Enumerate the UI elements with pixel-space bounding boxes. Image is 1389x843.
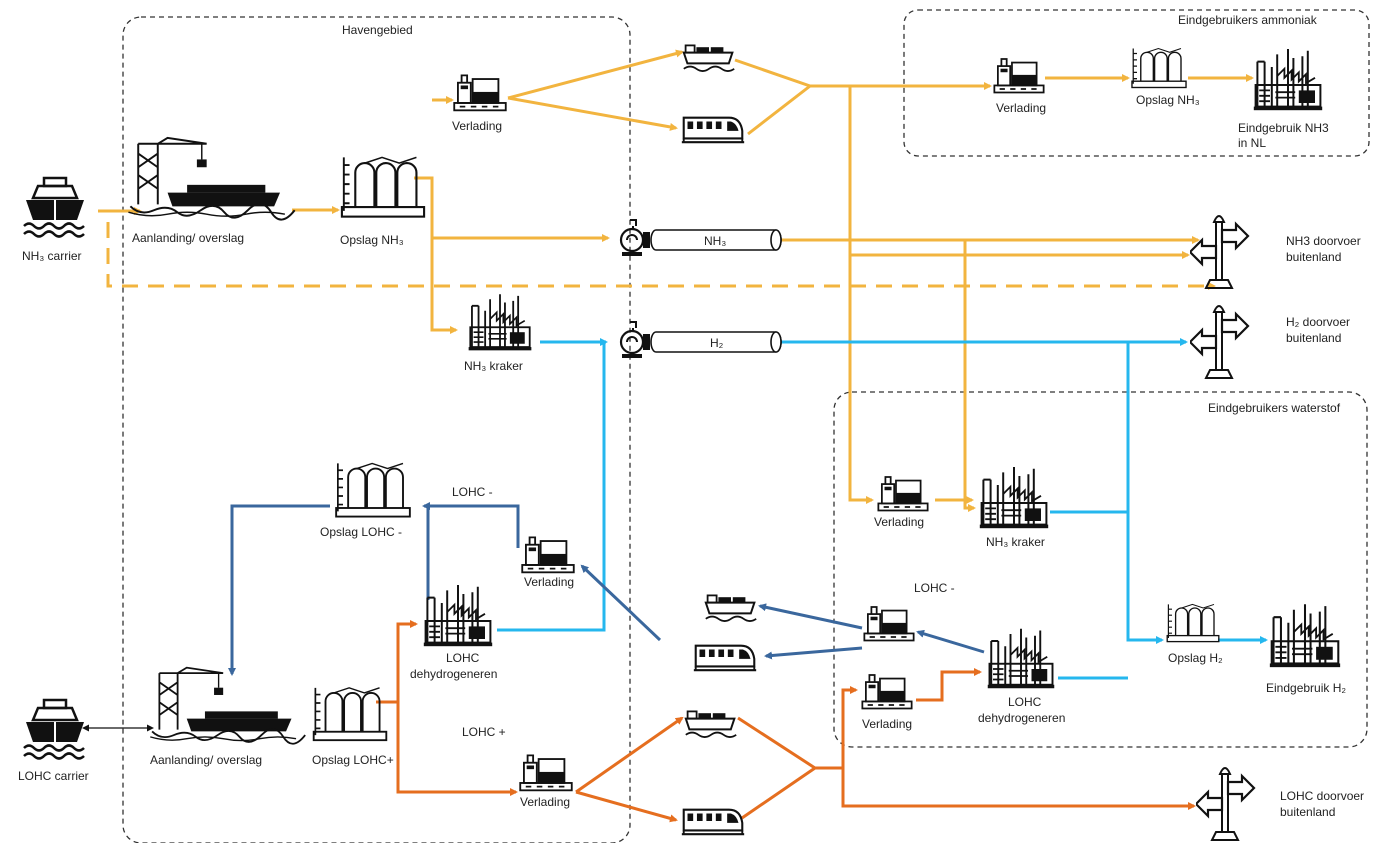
nh3-carrier-ship-icon <box>22 176 86 238</box>
port-cracker-label: NH₃ kraker <box>464 359 523 373</box>
h2-dehydro-label-1: LOHC <box>1008 695 1042 709</box>
amm-enduse-factory-icon <box>1252 47 1324 112</box>
h2-enduse-factory-icon <box>1268 603 1342 669</box>
port-dehydro-label-1: LOHC <box>446 651 480 665</box>
port-area-region <box>122 16 631 843</box>
lohc-minus-barge-icon <box>704 594 758 623</box>
lohc-plus-train-icon <box>680 808 746 836</box>
ammonia-users-region <box>903 9 1370 157</box>
h2-storage-tank-icon <box>1166 603 1220 643</box>
pipeline-nh3-label: NH₃ <box>704 234 726 248</box>
nh3-storage-tank-icon <box>340 156 426 218</box>
lohc-plus-storage-label: Opslag LOHC+ <box>312 753 394 767</box>
nh3-train-icon <box>680 116 746 144</box>
nh3-transit-label-2: buitenland <box>1286 250 1341 264</box>
nh3-landing-crane-icon <box>128 136 296 221</box>
h2-compressor-icon <box>619 320 652 360</box>
pipeline-nh3 <box>650 229 782 251</box>
h2-dehydro-label-2: dehydrogeneren <box>978 711 1065 725</box>
hydrogen-users-region <box>833 391 1368 748</box>
port-dehydro-factory-icon <box>422 583 494 648</box>
nh3-storage-label: Opslag NH₃ <box>340 233 404 247</box>
amm-enduse-label-1: Eindgebruik NH3 <box>1238 121 1329 135</box>
h2-cracker-label: NH₃ kraker <box>986 535 1045 549</box>
lohc-carrier-ship-icon <box>22 698 86 760</box>
lohc-minus-users-label: LOHC - <box>914 581 955 595</box>
h2-dehydro-factory-icon <box>986 627 1056 690</box>
h2-loading-lohc-label: Verlading <box>862 717 912 731</box>
hydrogen-flows <box>497 338 1268 680</box>
lohc-transit-label-2: buitenland <box>1280 805 1335 819</box>
pipeline-h2-label: H₂ <box>710 336 724 350</box>
port-area-title: Havengebied <box>342 23 413 37</box>
h2-transit-label-2: buitenland <box>1286 331 1341 345</box>
lohc-minus-flows <box>228 502 985 676</box>
nh3-compressor-icon <box>619 218 652 258</box>
h2-cracker-factory-icon <box>978 465 1050 530</box>
ammonia-users-title: Eindgebruikers ammoniak <box>1178 13 1318 27</box>
h2-storage-label: Opslag H₂ <box>1168 651 1223 665</box>
h2-loading-nh3-label: Verlading <box>874 515 924 529</box>
h2-loading-nh3-icon <box>877 476 929 512</box>
amm-storage-label: Opslag NH₃ <box>1136 93 1200 107</box>
labels: Havengebied Eindgebruikers ammoniak Eind… <box>18 13 1364 819</box>
h2-transit-label-1: H₂ doorvoer <box>1286 315 1350 329</box>
h2-transit-signpost-icon <box>1190 304 1250 380</box>
lohc-transit-signpost-icon <box>1196 766 1256 842</box>
pipeline-h2 <box>650 331 782 353</box>
nh3-transit-signpost-icon <box>1190 214 1250 290</box>
nh3-carrier-label: NH₃ carrier <box>22 249 82 263</box>
ammonia-flows <box>98 49 1254 512</box>
port-loading-nh3-label: Verlading <box>452 119 502 133</box>
amm-loading-label: Verlading <box>996 101 1046 115</box>
nh3-landing-label: Aanlanding/ overslag <box>132 231 244 245</box>
port-loading-lohc-minus-label: Verlading <box>524 575 574 589</box>
h2-loading-lohc-minus-icon <box>863 606 915 642</box>
nh3-transit-label-1: NH3 doorvoer <box>1286 234 1361 248</box>
lohc-landing-crane-icon <box>150 666 307 745</box>
port-loading-lohc-plus-icon <box>519 754 573 792</box>
port-loading-lohc-minus-icon <box>521 536 575 574</box>
lohc-carrier-label: LOHC carrier <box>18 769 89 783</box>
lohc-plus-label: LOHC + <box>462 725 506 739</box>
amm-storage-tank-icon <box>1131 47 1187 89</box>
lohc-plus-barge-icon <box>684 710 738 739</box>
h2-enduse-label: Eindgebruik H₂ <box>1266 681 1346 695</box>
lohc-plus-flows <box>376 620 1196 823</box>
port-loading-nh3-icon <box>453 74 507 112</box>
amm-loading-icon <box>993 58 1045 94</box>
hydrogen-users-title: Eindgebruikers waterstof <box>1208 401 1341 415</box>
lohc-landing-label: Aanlanding/ overslag <box>150 753 262 767</box>
port-cracker-factory-icon <box>467 293 533 352</box>
lohc-plus-storage-tank-icon <box>312 686 388 742</box>
port-loading-lohc-plus-label: Verlading <box>520 795 570 809</box>
lohc-transit-label-1: LOHC doorvoer <box>1280 789 1364 803</box>
port-dehydro-label-2: dehydrogeneren <box>410 667 497 681</box>
lohc-minus-port-label: LOHC - <box>452 485 493 499</box>
h2-loading-lohc-plus-icon <box>861 674 913 710</box>
amm-enduse-label-2: in NL <box>1238 136 1266 150</box>
lohc-minus-train-icon <box>692 644 758 672</box>
lohc-minus-storage-label: Opslag LOHC - <box>320 525 402 539</box>
lohc-minus-storage-tank-icon <box>334 462 412 518</box>
nh3-barge-icon <box>682 44 736 73</box>
